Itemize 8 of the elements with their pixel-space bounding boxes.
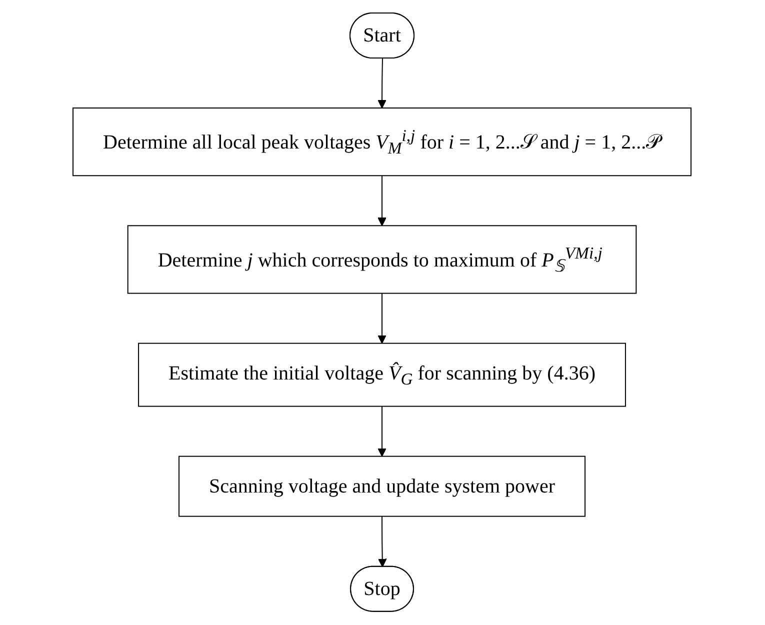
arrow [378,406,387,458]
arrow [378,176,387,226]
node-box: Estimate the initial voltage V̂$_{G}$ for scanning by (4.36) [138,343,626,408]
arrow [378,293,387,344]
node-box: Scanning voltage and update system power [178,456,586,518]
arrow [378,58,387,109]
arrow [378,516,388,568]
node-box: Determine all local peak voltages V$_{M}$$^{i,j}$ for i = 1, 2...𝒮 and j = 1, 2...𝒫 [72,108,692,176]
